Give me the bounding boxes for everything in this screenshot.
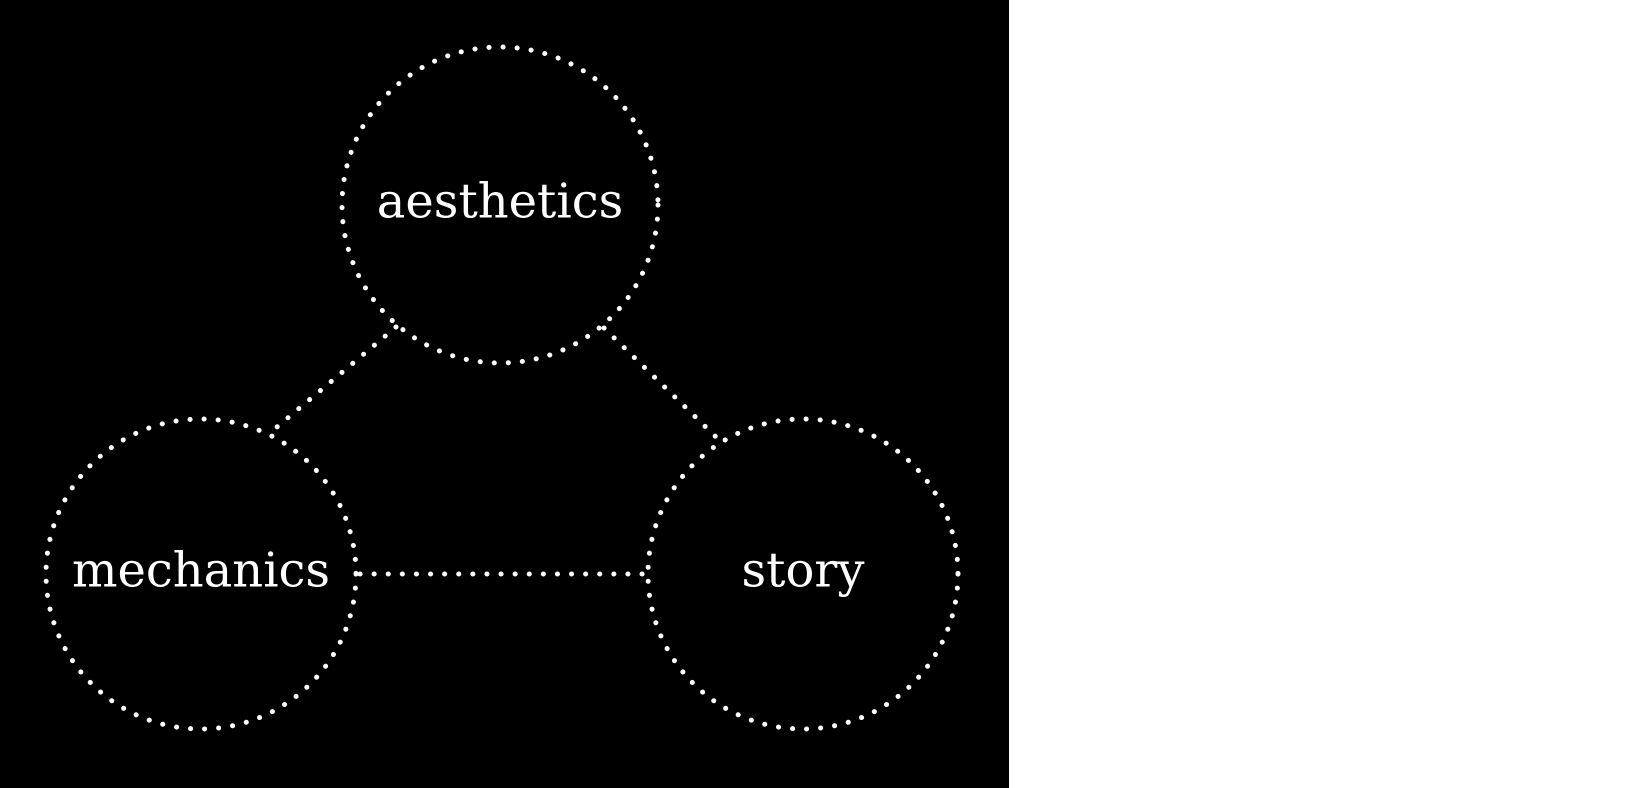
node-story: story (645, 416, 961, 732)
node-story-label: story (742, 543, 865, 599)
node-aesthetics-label: aesthetics (377, 174, 623, 230)
triad-diagram: aesthetics mechanics story (43, 44, 961, 732)
edges (268, 324, 719, 577)
node-mechanics-label: mechanics (72, 543, 330, 599)
node-aesthetics-circle (339, 44, 661, 366)
node-aesthetics: aesthetics (339, 44, 661, 366)
diagram-panel: aesthetics mechanics story (0, 0, 1009, 788)
node-mechanics-circle (43, 416, 359, 732)
node-story-circle (645, 416, 961, 732)
edge-aesthetics-mechanics (268, 324, 399, 435)
edge-aesthetics-story (601, 325, 719, 440)
node-mechanics: mechanics (43, 416, 359, 732)
